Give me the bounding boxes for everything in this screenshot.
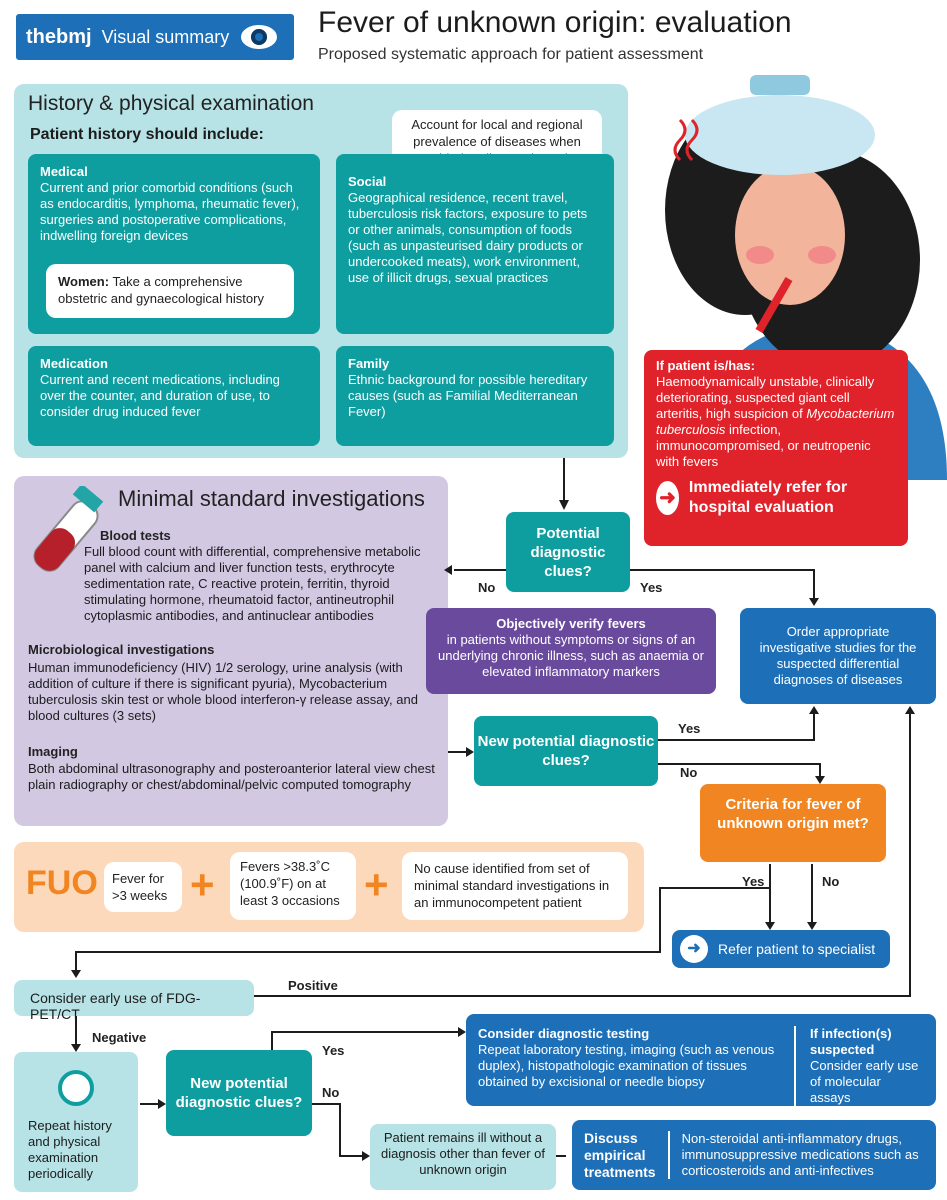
alert-action: Immediately refer for hospital evaluatio… bbox=[688, 479, 848, 516]
refer-specialist-box: ➜ Refer patient to specialist bbox=[672, 930, 890, 968]
plus-icon-2: + bbox=[364, 861, 389, 908]
clues-decision-3: New potential diagnostic clues? bbox=[166, 1050, 312, 1136]
clues-decision-1: Potential diagnostic clues? bbox=[506, 512, 630, 592]
micro-text: Human immunodeficiency (HIV) 1/2 serolog… bbox=[28, 660, 418, 723]
no-label-1: No bbox=[478, 580, 496, 595]
negative-label: Negative bbox=[92, 1030, 147, 1045]
social-label: Social bbox=[348, 174, 387, 189]
infection-label: If infection(s) suspected bbox=[810, 1026, 892, 1057]
social-text: Geographical residence, recent travel, t… bbox=[348, 190, 588, 285]
alert-text-italic: Mycobacterium tuberculosis bbox=[656, 406, 895, 437]
brand-logo: thebmj bbox=[26, 25, 92, 48]
criteria-decision: Criteria for fever of unknown origin met… bbox=[700, 784, 886, 862]
medical-label: Medical bbox=[40, 164, 88, 179]
clues-decision-2: New potential diagnostic clues? bbox=[474, 716, 658, 786]
women-box: Women: Take a comprehensive obstetric an… bbox=[46, 264, 294, 318]
investigations-title: Minimal standard investigations bbox=[118, 486, 425, 511]
verify-box: Objectively verify fevers in patients wi… bbox=[426, 608, 716, 694]
page-title: Fever of unknown origin: evaluation bbox=[318, 6, 792, 39]
repeat-history-box: Repeat history and physical examination … bbox=[14, 1052, 138, 1192]
medication-box: Medication Current and recent medication… bbox=[28, 346, 320, 446]
fuo-criterion-3: No cause identified from set of minimal … bbox=[402, 852, 628, 920]
bmj-badge: thebmj Visual summary bbox=[16, 14, 294, 60]
social-box: Social Geographical residence, recent tr… bbox=[336, 154, 614, 334]
micro-label: Microbiological investigations bbox=[28, 642, 215, 657]
family-box: Family Ethnic background for possible he… bbox=[336, 346, 614, 446]
medical-text: Current and prior comorbid conditions (s… bbox=[40, 180, 300, 243]
yes-label-4: Yes bbox=[322, 1043, 345, 1058]
alert-box: If patient is/has: Haemodynamically unst… bbox=[644, 350, 908, 546]
page-subtitle: Proposed systematic approach for patient… bbox=[318, 46, 704, 63]
alert-label: If patient is/has: bbox=[656, 358, 755, 373]
women-label: Women: bbox=[58, 274, 110, 289]
repeat-history-text: Repeat history and physical examination … bbox=[28, 1118, 112, 1181]
diagnostic-testing-box: Consider diagnostic testing Repeat labor… bbox=[466, 1014, 936, 1106]
fuo-criterion-2: Fevers >38.3˚C (100.9˚F) on at least 3 o… bbox=[230, 852, 356, 920]
positive-label: Positive bbox=[288, 978, 338, 993]
medication-text: Current and recent medications, includin… bbox=[40, 372, 280, 419]
imaging-label: Imaging bbox=[28, 744, 78, 759]
pet-ct-box: Consider early use of FDG-PET/CT bbox=[14, 980, 254, 1022]
diagnostic-testing-text: Repeat laboratory testing, imaging (such… bbox=[478, 1042, 775, 1089]
imaging-text: Both abdominal ultrasonography and poste… bbox=[28, 761, 435, 792]
no-label-2: No bbox=[680, 765, 698, 780]
repeat-icon bbox=[58, 1070, 94, 1106]
alert-text-a: Haemodynamically unstable, clinically de… bbox=[656, 374, 875, 421]
test-tube-icon bbox=[33, 486, 104, 572]
women-text: Take a comprehensive obstetric and gynae… bbox=[58, 274, 264, 306]
alert-text-b: infection, immunocompromised, or neutrop… bbox=[656, 422, 871, 469]
brand-suffix: Visual summary bbox=[101, 26, 230, 47]
plus-icon-1: + bbox=[190, 861, 215, 908]
arrow-right-icon: ➜ bbox=[680, 935, 708, 963]
yes-label-1: Yes bbox=[640, 580, 663, 595]
history-title: History & physical examination bbox=[28, 92, 314, 115]
infection-text: Consider early use of molecular assays bbox=[810, 1058, 919, 1105]
verify-text: in patients without symptoms or signs of… bbox=[438, 632, 704, 679]
verify-label: Objectively verify fevers bbox=[496, 616, 646, 631]
family-label: Family bbox=[348, 356, 390, 371]
yes-label-2: Yes bbox=[678, 721, 701, 736]
family-text: Ethnic background for possible hereditar… bbox=[348, 372, 588, 419]
yes-label-3: Yes bbox=[742, 874, 765, 889]
arrow-right-icon: ➜ bbox=[656, 481, 679, 515]
no-label-3: No bbox=[822, 874, 840, 889]
fuo-label: FUO bbox=[26, 864, 98, 902]
diagnostic-testing-label: Consider diagnostic testing bbox=[478, 1026, 650, 1041]
eye-icon bbox=[241, 25, 278, 49]
fuo-criterion-1: Fever for >3 weeks bbox=[104, 862, 182, 912]
empirical-label: Discuss empirical treatments bbox=[584, 1129, 656, 1180]
blood-label: Blood tests bbox=[100, 528, 171, 543]
history-subtitle: Patient history should include: bbox=[30, 126, 264, 143]
blood-text: Full blood count with differential, comp… bbox=[84, 544, 421, 623]
medication-label: Medication bbox=[40, 356, 108, 371]
refer-specialist-label: Refer patient to specialist bbox=[718, 941, 876, 957]
empirical-treatment-box: Discuss empirical treatments Non-steroid… bbox=[572, 1120, 936, 1190]
patient-ill-box: Patient remains ill without a diagnosis … bbox=[370, 1124, 556, 1190]
empirical-text: Non-steroidal anti-inflammatory drugs, i… bbox=[667, 1131, 924, 1179]
no-label-4: No bbox=[322, 1085, 340, 1100]
order-studies-box: Order appropriate investigative studies … bbox=[740, 608, 936, 704]
